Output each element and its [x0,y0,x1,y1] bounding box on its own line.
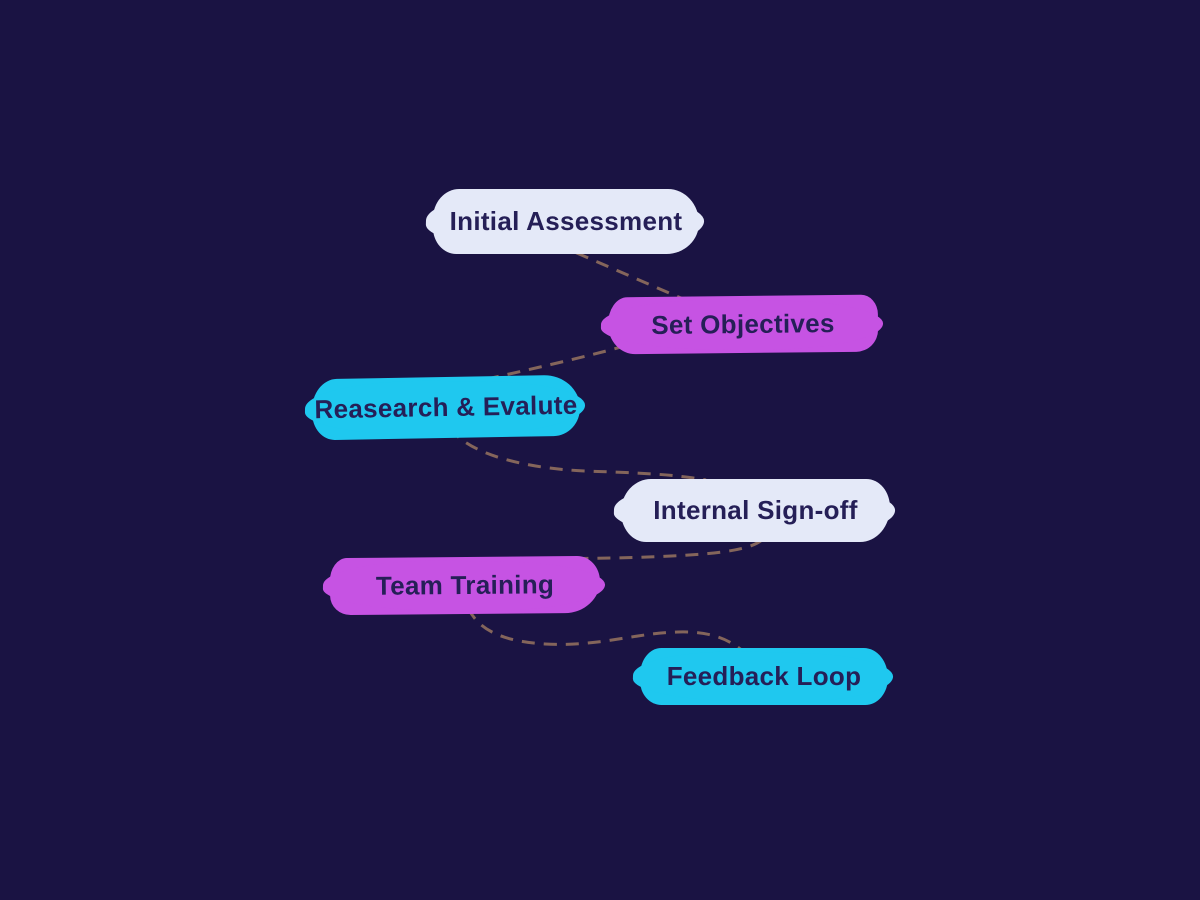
node-set-objectives: Set Objectives [607,294,879,355]
node-feedback-loop: Feedback Loop [640,648,888,705]
node-research-evaluate: Reasearch & Evalute [311,374,581,441]
node-label: Feedback Loop [666,661,862,691]
node-label: Team Training [375,569,555,601]
node-label: Initial Assessment [449,206,683,236]
node-label: Internal Sign-off [653,495,858,525]
node-label: Reasearch & Evalute [314,389,578,425]
node-label: Set Objectives [651,308,835,340]
connector-research-to-signoff [448,427,707,482]
connector-objectives-to-research [477,337,649,383]
connector-training-to-feedback [466,607,745,654]
node-internal-sign-off: Internal Sign-off [621,479,890,542]
node-team-training: Team Training [329,555,601,616]
node-initial-assessment: Initial Assessment [433,189,699,254]
